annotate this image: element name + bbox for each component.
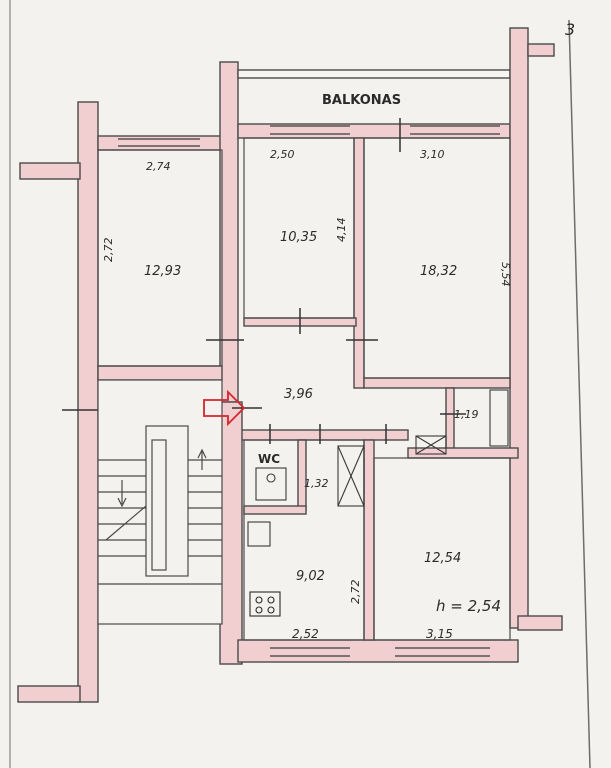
kitchen-width: 2,52 <box>292 627 319 641</box>
wc-area: 1,32 <box>304 477 329 490</box>
room-middle-width: 2,50 <box>270 148 295 161</box>
wc-label: WC <box>258 452 280 466</box>
stove-icon <box>249 591 281 617</box>
door-marks <box>62 118 466 444</box>
room-outlines <box>97 137 511 641</box>
room-right-area: 18,32 <box>420 264 457 279</box>
storage-area: 1,19 <box>454 408 479 421</box>
wall-stub-bottom-left <box>17 685 81 703</box>
room-middle-outline <box>243 137 355 319</box>
room-left-outline <box>97 149 223 367</box>
wc-partition <box>297 439 307 511</box>
wc-fixtures <box>247 389 509 547</box>
room-right-depth: 5,54 <box>499 262 512 287</box>
room-bottom-right-width: 3,15 <box>426 627 453 641</box>
entrance-arrow-icon <box>203 389 246 427</box>
kitchen-depth: 2,72 <box>349 580 362 605</box>
shaft <box>337 445 365 507</box>
wall-stub-top-left <box>19 162 81 180</box>
wall-balcony-left <box>219 61 239 403</box>
balcony-label: BALKONAS <box>322 93 401 108</box>
wall-stub-right-upper <box>527 43 555 57</box>
toilet-icon <box>255 467 287 501</box>
wall-stub-right-lower <box>517 615 563 631</box>
page-number: 3 <box>565 20 575 39</box>
kitchen-outline <box>243 439 365 641</box>
outer-wall-right <box>509 27 529 629</box>
room-right-outline <box>363 137 511 379</box>
room-left-area: 12,93 <box>144 264 181 279</box>
stair-core <box>145 425 189 577</box>
wall-left-room-bottom <box>97 365 223 381</box>
balcony-rail <box>237 69 511 79</box>
hall-area: 3,96 <box>284 387 313 402</box>
stairwell-outline <box>97 379 223 625</box>
stairwell <box>97 379 223 625</box>
room-left-depth: 2,72 <box>102 238 115 263</box>
kitchen-area: 9,02 <box>296 569 325 584</box>
room-bottom-right-area: 12,54 <box>424 551 461 566</box>
outer-wall-left <box>77 101 99 703</box>
sheet-right-border <box>568 19 591 768</box>
partition-kitchen-room <box>363 439 375 641</box>
room-bottom-right-outline <box>373 457 511 641</box>
wall-top-left-room <box>97 135 229 151</box>
room-middle-depth: 4,14 <box>335 218 348 243</box>
wc-bottom-wall <box>243 505 307 515</box>
storage-wall-left <box>445 387 455 457</box>
outer-wall-bottom <box>237 639 519 663</box>
partition-middle-right <box>353 137 365 389</box>
windows <box>118 125 500 657</box>
room-middle-area: 10,35 <box>280 230 317 245</box>
partition-right-bottom <box>363 377 511 389</box>
ceiling-height: h = 2,54 <box>436 597 501 615</box>
sink-icon <box>247 521 271 547</box>
wall-kitchen-left <box>219 401 243 665</box>
wall-hall-bottom <box>237 429 409 441</box>
storage-shelf <box>489 389 509 447</box>
room-right-width: 3,10 <box>420 148 445 161</box>
stair-rail <box>151 439 167 571</box>
room-left-width: 2,74 <box>146 160 171 173</box>
